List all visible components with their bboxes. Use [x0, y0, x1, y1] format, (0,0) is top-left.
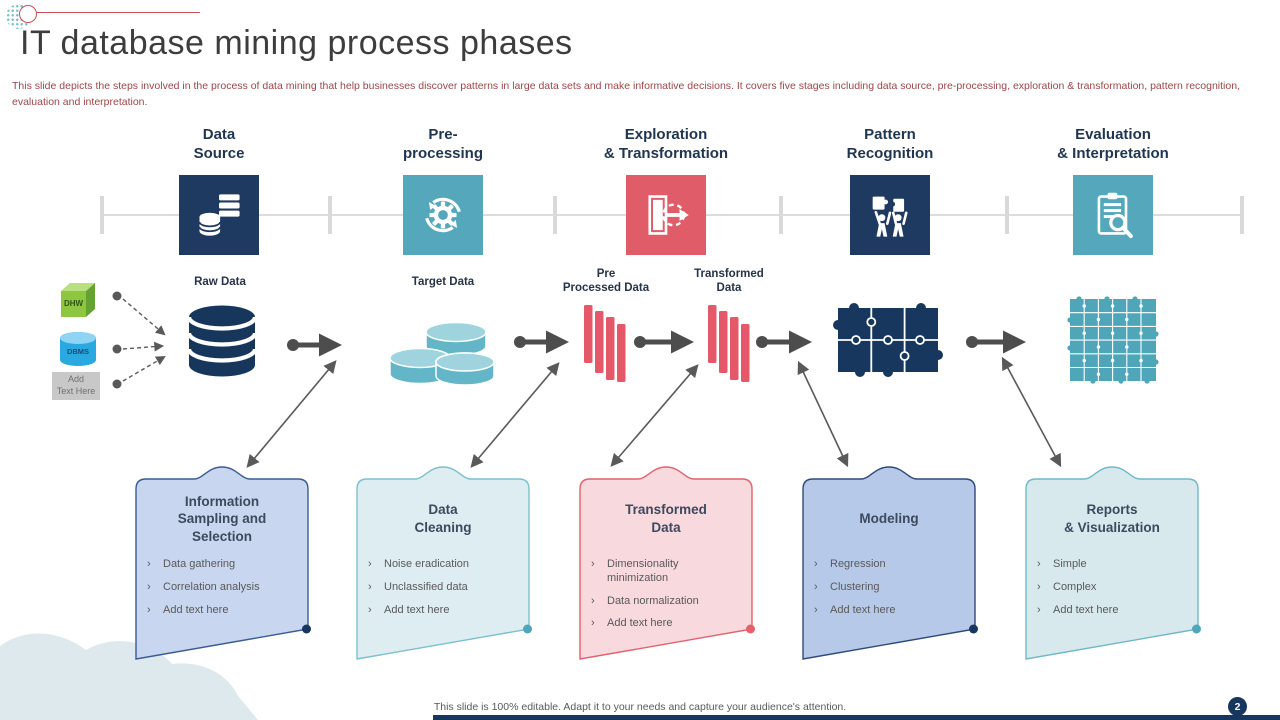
dashed-source-connectors [112, 291, 166, 389]
flow-label-transformed-data: Transformed Data [694, 268, 764, 294]
card-modeling: Modeling ›Regression ›Clustering ›Add te… [799, 462, 979, 664]
bottom-accent-bar [433, 715, 1280, 720]
blue-cylinder-icon: DBMS [60, 332, 96, 366]
dbms-label: DBMS [67, 347, 89, 356]
phase-box-evaluation-interpretation [1073, 175, 1153, 255]
puzzle-grid-icon [1067, 296, 1159, 384]
phase-box-data-source [179, 175, 259, 255]
card-frame [135, 466, 311, 660]
flow-label-pre-processed-data: Pre Processed Data [562, 268, 650, 294]
card-title: Reports & Visualization [1064, 502, 1160, 535]
phase-label-pattern-recognition: Pattern Recognition [846, 126, 934, 162]
source-shape-dhw: DHW [56, 278, 100, 322]
green-cube-icon: DHW [61, 283, 95, 317]
database-icon [198, 194, 240, 236]
card-frame [356, 466, 532, 660]
chevron-bullet-icon: › [1037, 580, 1041, 593]
source-shape-dbms: DBMS [56, 330, 100, 370]
chevron-bullet-icon: › [147, 603, 151, 616]
card-frame [802, 466, 978, 660]
chevron-bullet-icon: › [147, 580, 151, 593]
timeline-tick [328, 196, 332, 234]
timeline-tick [779, 196, 783, 234]
list-item: ›Add text here [814, 603, 896, 616]
phase-box-pattern-recognition [850, 175, 930, 255]
chevron-bullet-icon: › [368, 558, 372, 570]
phase-box-pre-processing [403, 175, 483, 255]
chevron-bullet-icon: › [814, 603, 818, 616]
list-item: ›Clustering [814, 580, 880, 593]
target-data-cylinders-icon [388, 310, 496, 398]
page-number-badge: 2 [1228, 697, 1247, 716]
dhw-label: DHW [64, 299, 84, 308]
timeline-tick [100, 196, 104, 234]
card-title: Data Cleaning [414, 502, 472, 535]
phase-box-exploration-transformation [626, 175, 706, 255]
list-item: ›Data gathering [147, 558, 236, 570]
list-item: ›Simple [1037, 558, 1087, 570]
card-information-sampling: Information Sampling and Selection ›Data… [132, 462, 312, 664]
timeline-tick [1240, 196, 1244, 234]
card-title: Information Sampling and Selection [177, 493, 267, 544]
chevron-bullet-icon: › [1037, 603, 1041, 616]
card-frame [579, 466, 755, 660]
page-title: IT database mining process phases [20, 24, 573, 62]
list-item: ›Add text here [368, 603, 450, 616]
footer-note: This slide is 100% editable. Adapt it to… [433, 701, 847, 713]
list-item: ›Add text here [591, 617, 673, 630]
list-item: ›Add text here [1037, 603, 1119, 616]
card-transformed-data: Transformed Data ›Dimensionality minimiz… [576, 462, 756, 664]
list-item: ›Add text here [147, 603, 229, 616]
list-item: ›Complex [1037, 580, 1097, 593]
chevron-bullet-icon: › [368, 580, 372, 593]
chevron-bullet-icon: › [591, 558, 595, 570]
timeline-tick [553, 196, 557, 234]
timeline-tick [1005, 196, 1009, 234]
cloud-decoration [0, 633, 258, 720]
puzzle-cluster-icon [832, 298, 944, 382]
list-item: ›Dimensionality minimization [591, 558, 679, 584]
card-title: Transformed Data [625, 502, 707, 535]
card-title: Modeling [859, 511, 919, 527]
flow-label-target-data: Target Data [411, 276, 475, 288]
phase-label-pre-processing: Pre- processing [402, 126, 484, 162]
list-item: ›Regression [814, 558, 886, 570]
phase-label-exploration-transformation: Exploration & Transformation [603, 126, 729, 162]
phase-label-evaluation-interpretation: Evaluation & Interpretation [1057, 126, 1169, 162]
report-magnifier-icon [1097, 192, 1133, 239]
list-item: ›Data normalization [591, 594, 699, 607]
phase-label-data-source: Data Source [193, 126, 245, 162]
chevron-bullet-icon: › [814, 580, 818, 593]
card-frame [1025, 466, 1201, 660]
chevron-bullet-icon: › [1037, 558, 1041, 570]
card-data-cleaning: Data Cleaning ›Noise eradication ›Unclas… [353, 462, 533, 664]
chevron-bullet-icon: › [147, 558, 151, 570]
red-ring-decoration [19, 5, 37, 23]
door-export-icon [648, 195, 689, 235]
card-reports-visualization: Reports & Visualization ›Simple ›Complex… [1022, 462, 1202, 664]
list-item: ›Noise eradication [368, 558, 469, 570]
source-shape-add-text: Add Text Here [52, 372, 100, 400]
flow-label-raw-data: Raw Data [194, 276, 246, 288]
red-line-decoration [36, 12, 200, 13]
list-item: ›Correlation analysis [147, 580, 260, 593]
transformed-data-bars-icon [708, 303, 750, 393]
slide-description: This slide depicts the steps involved in… [12, 80, 1240, 108]
process-gears-icon [425, 197, 461, 233]
chevron-bullet-icon: › [591, 617, 595, 630]
chevron-bullet-icon: › [591, 594, 595, 607]
chevron-bullet-icon: › [814, 558, 818, 570]
list-item: ›Unclassified data [368, 580, 468, 593]
raw-data-database-icon [186, 303, 258, 381]
chevron-bullet-icon: › [368, 603, 372, 616]
pre-processed-data-bars-icon [584, 303, 626, 393]
people-puzzle-icon [872, 196, 908, 237]
